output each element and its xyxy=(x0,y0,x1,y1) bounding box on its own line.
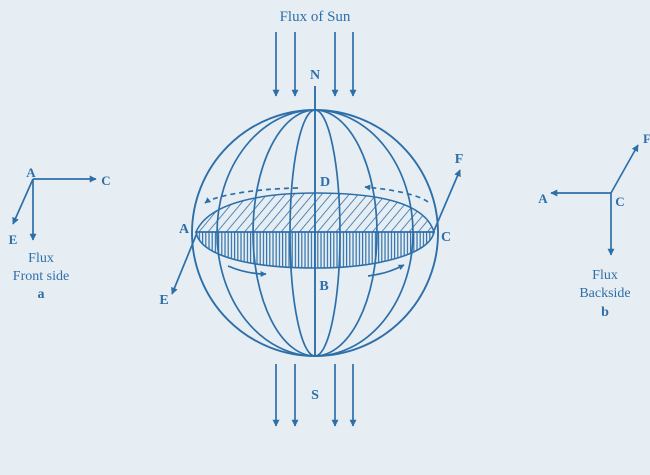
backside-vector-diagram xyxy=(550,144,639,256)
rotation-arrows-back xyxy=(204,184,429,204)
front-caption-tag: a xyxy=(38,287,45,302)
label-point-c: C xyxy=(441,230,451,245)
front-side-vector-diagram xyxy=(12,175,97,241)
back-label-f: F xyxy=(643,131,650,146)
front-label-c: C xyxy=(101,173,110,188)
sun-flux-arrows-top xyxy=(272,32,357,97)
label-vector-e: E xyxy=(159,293,168,308)
back-caption-line1: Flux xyxy=(592,268,618,283)
rotation-arrows-front xyxy=(227,264,405,277)
label-north: N xyxy=(310,68,320,83)
title-flux-of-sun: Flux of Sun xyxy=(280,9,351,25)
label-point-b: B xyxy=(319,279,328,294)
back-caption-tag: b xyxy=(601,305,609,320)
label-point-a: A xyxy=(179,222,190,237)
vector-f xyxy=(432,169,461,234)
label-vector-f: F xyxy=(455,152,464,167)
label-point-d: D xyxy=(320,175,330,190)
front-caption-line1: Flux xyxy=(28,251,54,266)
label-south: S xyxy=(311,388,319,403)
back-label-c: C xyxy=(615,194,624,209)
front-caption-line2: Front side xyxy=(13,269,69,284)
back-label-a: A xyxy=(538,191,548,206)
sun-flux-arrows-bottom xyxy=(272,364,357,427)
back-caption-line2: Backside xyxy=(579,286,630,301)
vector-e xyxy=(171,232,198,295)
front-label-e: E xyxy=(9,232,18,247)
front-label-a: A xyxy=(26,165,36,180)
